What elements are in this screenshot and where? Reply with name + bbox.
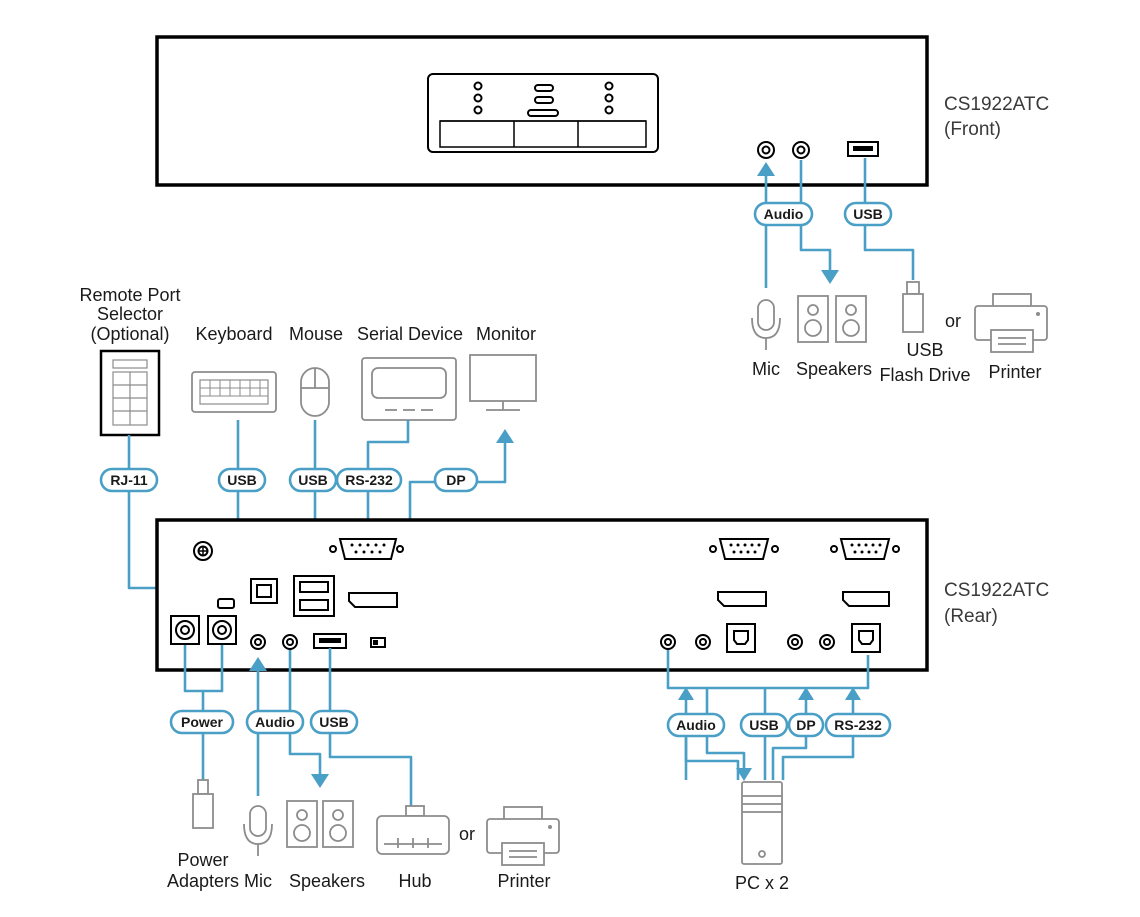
mouse-icon bbox=[300, 367, 330, 417]
rear-printer-label: Printer bbox=[497, 871, 550, 891]
serial-device-icon bbox=[361, 357, 457, 421]
front-mic-label: Mic bbox=[752, 359, 780, 379]
keyboard-icon bbox=[191, 371, 277, 413]
front-audio-jack-mic bbox=[757, 141, 775, 159]
front-printer-label: Printer bbox=[988, 362, 1041, 382]
rear-audio-jacks-pc2 bbox=[787, 634, 835, 650]
serial-rs232-pill: RS-232 bbox=[335, 467, 403, 493]
rear-audio-jack-mic bbox=[250, 634, 266, 650]
svg-text:USB: USB bbox=[853, 206, 883, 222]
rear-mic-label: Mic bbox=[244, 871, 272, 891]
remote-selector-label-line2: Selector bbox=[97, 304, 163, 324]
rear-unit-title-line1: CS1922ATC bbox=[944, 580, 1049, 601]
front-or-label: or bbox=[945, 311, 961, 331]
rear-speakers-icon bbox=[286, 800, 354, 848]
front-usb-pill: USB bbox=[843, 201, 893, 227]
rear-dip-switch bbox=[370, 637, 386, 648]
rear-audio-jack-speaker bbox=[282, 634, 298, 650]
rear-power-jack-1 bbox=[170, 615, 200, 645]
remote-selector-label-line3: (Optional) bbox=[90, 324, 169, 344]
remote-selector-label-line1: Remote Port bbox=[79, 285, 180, 305]
rear-unit-title-line2: (Rear) bbox=[944, 606, 998, 627]
pc-usb-pill: USB bbox=[739, 712, 789, 738]
svg-text:DP: DP bbox=[796, 717, 815, 733]
front-usb-port bbox=[847, 141, 879, 157]
ground-screw-icon bbox=[193, 541, 213, 561]
rear-rj11-port bbox=[250, 578, 278, 604]
power-adapters-label-line1: Power bbox=[177, 850, 228, 870]
remote-port-selector-icon bbox=[99, 349, 161, 437]
front-unit-title-line1: CS1922ATC bbox=[944, 94, 1049, 115]
svg-text:USB: USB bbox=[298, 472, 328, 488]
rear-unit bbox=[155, 518, 929, 672]
pc-dp-pill: DP bbox=[787, 712, 825, 738]
svg-text:USB: USB bbox=[319, 714, 349, 730]
rj11-pill: RJ-11 bbox=[99, 467, 159, 493]
front-audio-jack-speaker bbox=[792, 141, 810, 159]
serial-device-label: Serial Device bbox=[357, 324, 463, 344]
monitor-dp-pill: DP bbox=[433, 467, 479, 493]
front-usb-flash-label-line2: Flash Drive bbox=[879, 365, 970, 385]
rear-dp-port-console bbox=[348, 592, 398, 608]
keyboard-label: Keyboard bbox=[195, 324, 272, 344]
front-speakers-icon bbox=[797, 295, 867, 343]
rear-usb-ports-keyboard-mouse bbox=[293, 575, 335, 617]
rear-usb-b-port-pc2 bbox=[851, 623, 881, 653]
pc-rs232-pill: RS-232 bbox=[824, 712, 892, 738]
svg-text:RJ-11: RJ-11 bbox=[110, 472, 148, 488]
rear-mini-usb-port bbox=[217, 598, 235, 609]
svg-text:RS-232: RS-232 bbox=[834, 717, 882, 733]
rear-bottom-cables bbox=[183, 645, 870, 808]
pc-audio-pill: Audio bbox=[666, 712, 726, 738]
rear-usb-b-port-pc1 bbox=[726, 623, 756, 653]
rear-rs232-port-pc2 bbox=[830, 538, 900, 560]
front-printer-icon bbox=[974, 293, 1048, 353]
svg-text:Power: Power bbox=[181, 714, 224, 730]
power-pill: Power bbox=[169, 709, 235, 735]
hub-icon bbox=[376, 805, 450, 855]
monitor-label: Monitor bbox=[476, 324, 536, 344]
rear-dp-port-pc1 bbox=[717, 591, 767, 607]
front-usb-flash-label-line1: USB bbox=[906, 340, 943, 360]
power-adapter-icon bbox=[192, 779, 214, 829]
pc-count-label: PC x 2 bbox=[735, 873, 789, 893]
rear-printer-icon bbox=[486, 806, 560, 866]
rear-speakers-label: Speakers bbox=[289, 871, 365, 891]
rear-mic-icon bbox=[243, 805, 273, 856]
svg-text:USB: USB bbox=[227, 472, 257, 488]
svg-text:Audio: Audio bbox=[764, 206, 804, 222]
rear-usb-pill: USB bbox=[309, 709, 359, 735]
pc-tower-icon bbox=[741, 781, 783, 865]
hub-label: Hub bbox=[398, 871, 431, 891]
mouse-label: Mouse bbox=[289, 324, 343, 344]
monitor-icon bbox=[469, 354, 537, 411]
rear-audio-pill: Audio bbox=[245, 709, 305, 735]
rear-or-label: or bbox=[459, 824, 475, 844]
rear-rs232-port-console bbox=[329, 538, 404, 560]
rear-power-jack-2 bbox=[207, 615, 237, 645]
svg-text:Audio: Audio bbox=[676, 717, 716, 733]
rear-dp-port-pc2 bbox=[842, 591, 890, 607]
front-unit bbox=[155, 35, 929, 187]
mouse-usb-pill: USB bbox=[288, 467, 338, 493]
rear-rs232-port-pc1 bbox=[709, 538, 779, 560]
front-control-panel bbox=[427, 73, 659, 153]
svg-text:USB: USB bbox=[749, 717, 779, 733]
rear-usb-port-peripheral bbox=[313, 633, 347, 649]
svg-text:DP: DP bbox=[446, 472, 465, 488]
power-adapters-label-line2: Adapters bbox=[167, 871, 239, 891]
front-speakers-label: Speakers bbox=[796, 359, 872, 379]
rear-audio-jacks-pc1 bbox=[660, 634, 711, 650]
keyboard-usb-pill: USB bbox=[217, 467, 267, 493]
front-audio-pill: Audio bbox=[753, 201, 814, 227]
svg-text:Audio: Audio bbox=[255, 714, 295, 730]
front-unit-title-line2: (Front) bbox=[944, 119, 1001, 140]
svg-text:RS-232: RS-232 bbox=[345, 472, 393, 488]
front-mic-icon bbox=[751, 299, 781, 350]
front-usb-flash-drive-icon bbox=[902, 281, 924, 333]
